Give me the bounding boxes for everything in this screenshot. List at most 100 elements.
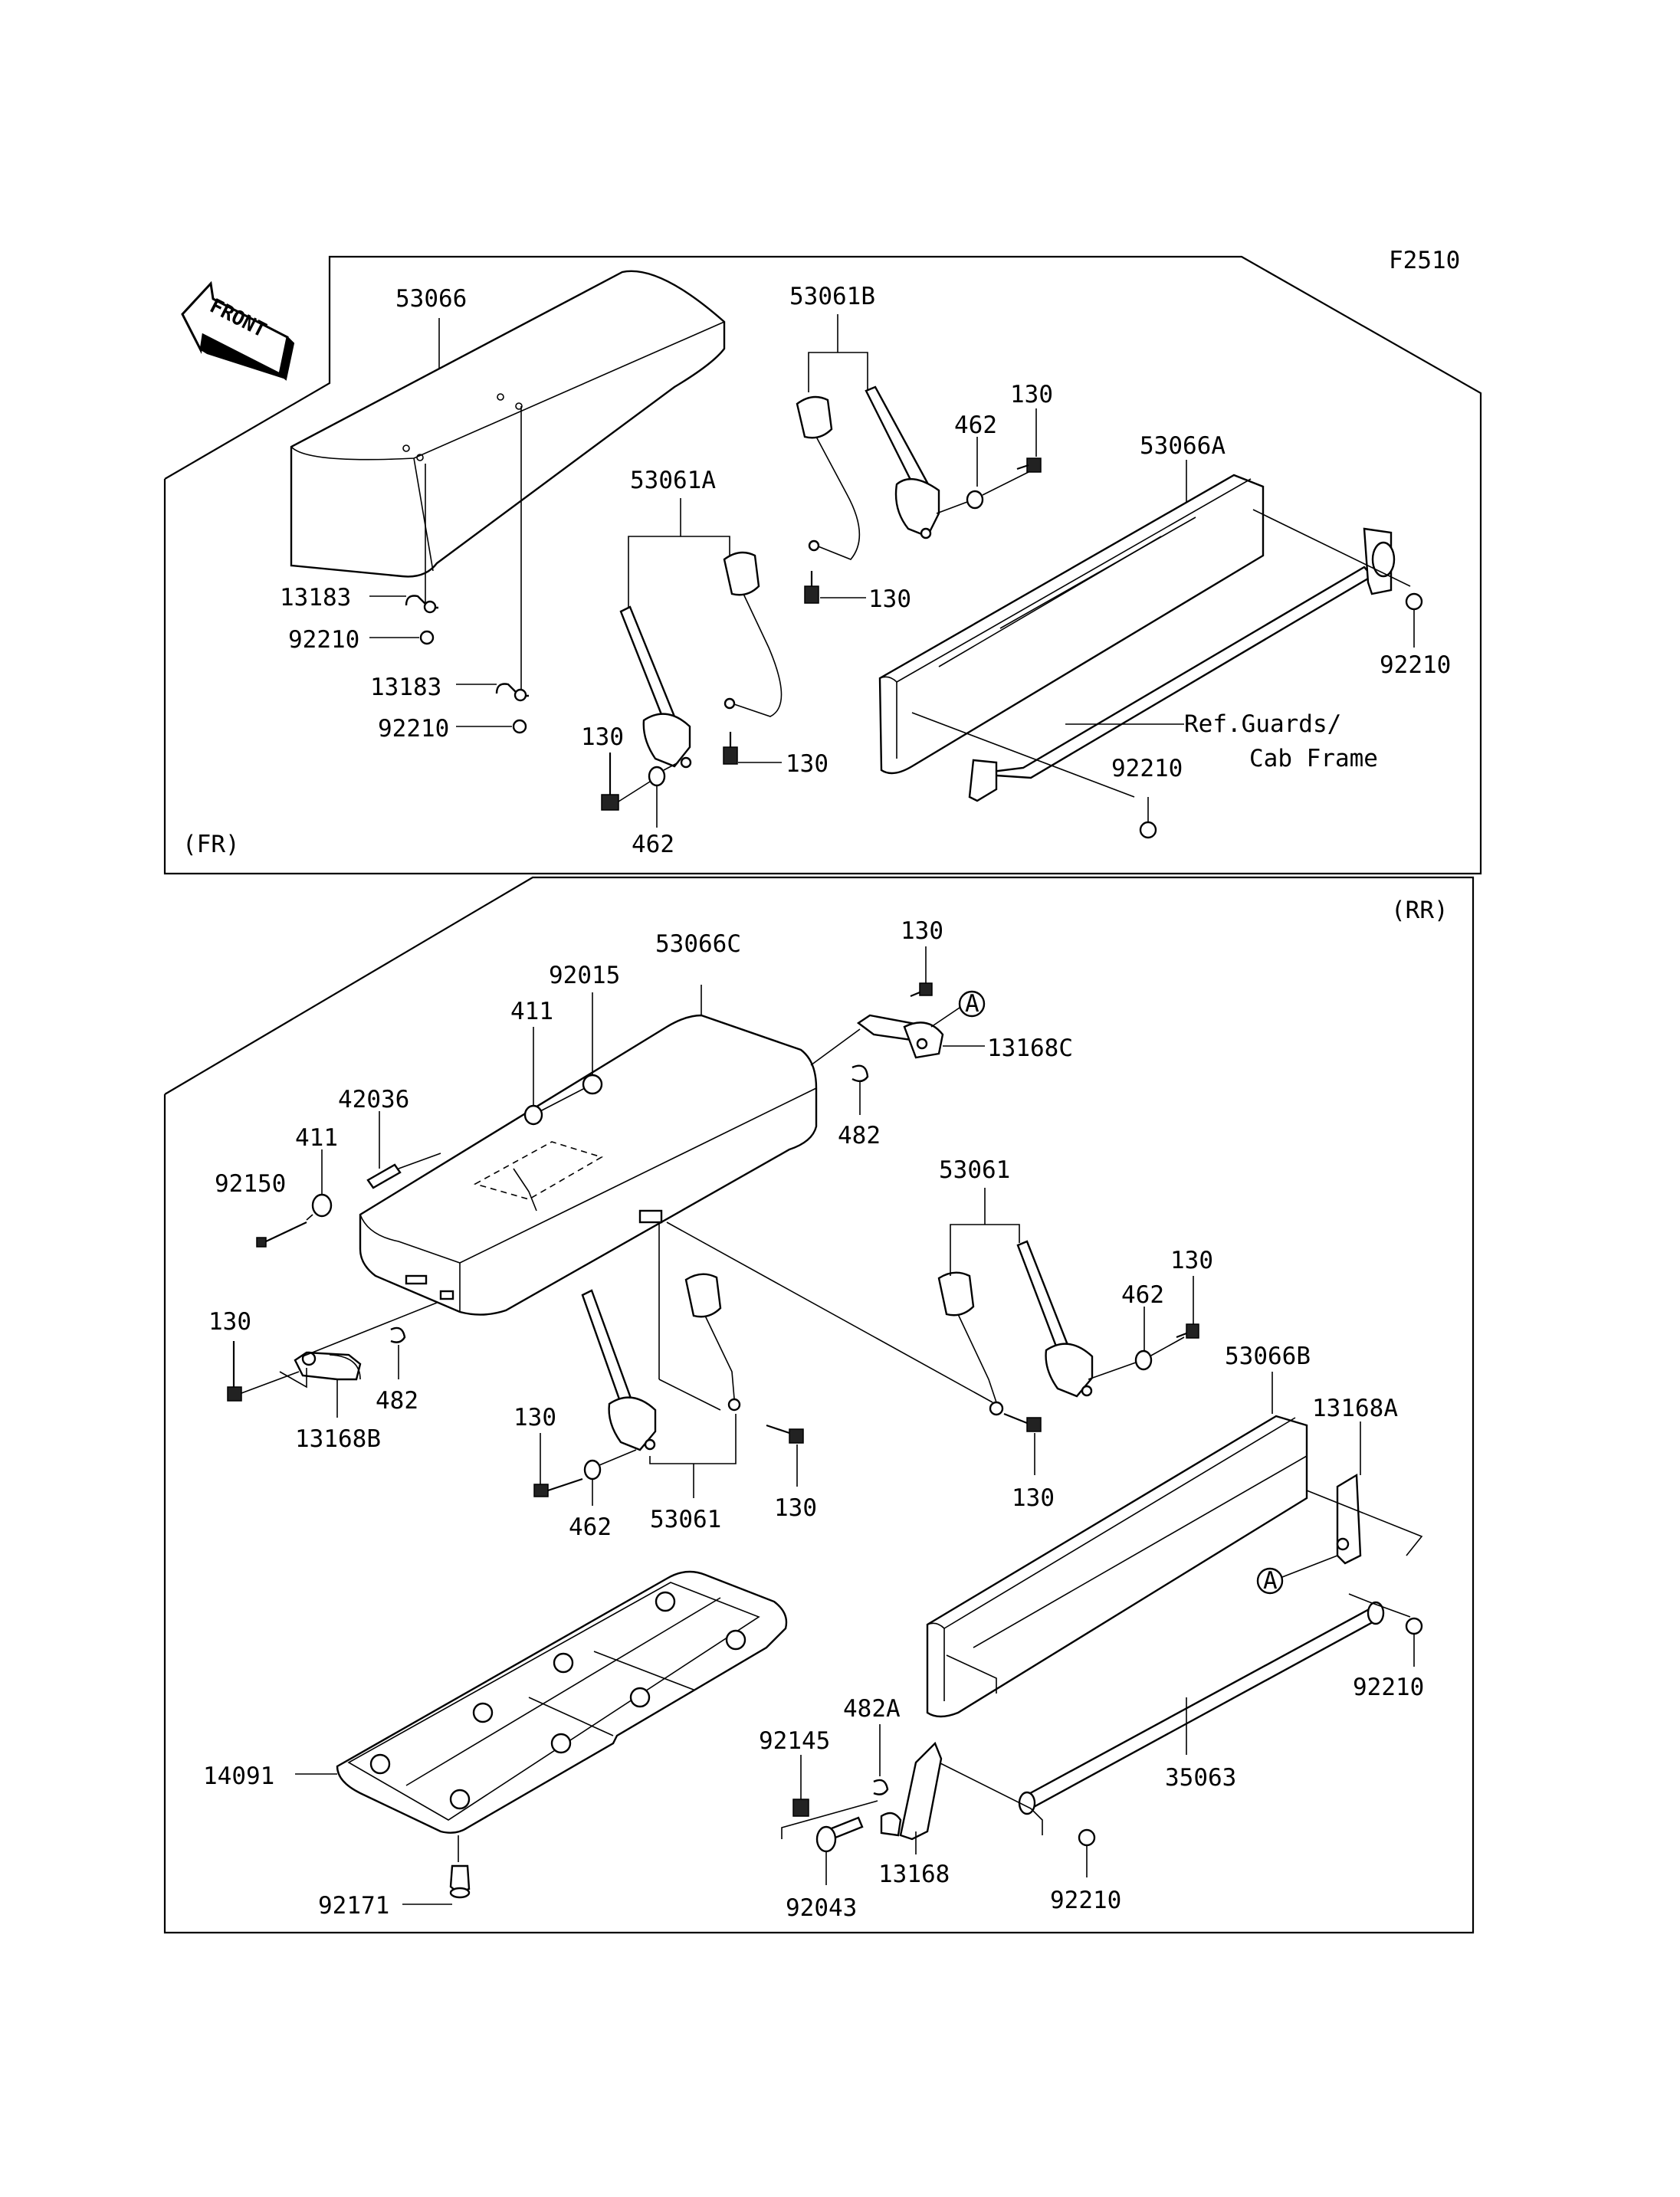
rear-section-tag: (RR)	[1391, 897, 1449, 924]
label-130-right: 130	[1170, 1247, 1213, 1274]
nut-92210-1	[419, 630, 435, 645]
ref-callout-a-bottom: A	[1256, 1567, 1284, 1595]
bolt-130-center2	[766, 1424, 804, 1444]
label-482-left: 482	[376, 1387, 418, 1415]
nut-92015	[582, 1074, 603, 1095]
label-92210-lower: 92210	[1111, 755, 1183, 782]
bracket-13168	[880, 1741, 943, 1841]
label-130-center: 130	[514, 1404, 556, 1431]
washer-462-bottom	[648, 766, 666, 787]
label-130-right2: 130	[1012, 1484, 1055, 1512]
label-130-mid: 130	[868, 585, 911, 613]
pin-42036	[366, 1163, 402, 1189]
nut-92210-lower	[1139, 821, 1157, 839]
label-462-top: 462	[954, 412, 997, 439]
rear-grab-bar-35063	[1018, 1601, 1385, 1815]
label-462-center: 462	[569, 1513, 612, 1541]
label-411-top: 411	[510, 998, 553, 1025]
label-462-right: 462	[1121, 1281, 1164, 1309]
label-411-left: 411	[295, 1124, 338, 1152]
nut-92210-bottom	[1078, 1828, 1096, 1847]
front-seat-bracket-2	[495, 406, 529, 702]
bolt-130-top-rear	[910, 982, 933, 998]
label-53066: 53066	[395, 285, 467, 313]
bolt-130-belt	[723, 732, 738, 765]
ref-a-top-label: A	[965, 990, 979, 1018]
label-130-top: 130	[1010, 381, 1053, 408]
label-130-left-rear: 130	[208, 1308, 251, 1336]
front-guard-53066a	[878, 474, 1265, 775]
label-482-right: 482	[838, 1122, 881, 1149]
label-53061a: 53061A	[630, 467, 716, 494]
bracket-13168b	[294, 1351, 362, 1381]
rear-seat-cushion	[359, 1014, 818, 1316]
label-92150: 92150	[215, 1170, 286, 1198]
figure-code: F2510	[1389, 247, 1460, 274]
front-direction-arrow-icon: FRONT	[181, 280, 295, 381]
label-92210-bottom: 92210	[1050, 1887, 1121, 1914]
label-130-top-rear: 130	[901, 917, 943, 945]
label-462-bottom: 462	[632, 831, 674, 858]
label-53066c: 53066C	[655, 930, 741, 958]
label-92210-right: 92210	[1380, 651, 1451, 679]
ref-callout-a-top: A	[958, 990, 986, 1018]
bracket-13168a	[1336, 1473, 1362, 1565]
pin-92043	[815, 1816, 864, 1853]
front-seat-cushion	[290, 270, 726, 578]
label-53061b: 53061B	[789, 283, 875, 310]
label-92210-2: 92210	[378, 715, 449, 743]
bolt-92145	[792, 1799, 809, 1817]
label-35063: 35063	[1165, 1764, 1236, 1792]
bolt-130-right	[1176, 1323, 1199, 1339]
label-92210-1: 92210	[288, 626, 359, 654]
label-53061-right: 53061	[939, 1156, 1010, 1184]
ref-a-bottom-label: A	[1263, 1567, 1278, 1595]
floor-mat-14091	[336, 1570, 788, 1834]
washer-411-top	[523, 1104, 543, 1126]
front-grab-bar	[968, 527, 1396, 802]
seat-belt-53061-right	[937, 1240, 1094, 1416]
rear-section-frame	[163, 876, 1475, 1934]
label-42036: 42036	[338, 1086, 409, 1113]
ref-guards-line1: Ref.Guards/	[1184, 710, 1341, 738]
clip-482a	[873, 1779, 889, 1795]
rear-guard-53066b	[926, 1415, 1308, 1718]
washer-462-right	[1134, 1349, 1153, 1371]
washer-462-center	[583, 1459, 602, 1481]
bolt-130-center	[533, 1477, 583, 1497]
fastener-92171	[449, 1864, 471, 1899]
bracket-13168c	[856, 1014, 944, 1059]
washer-462-top	[966, 490, 984, 510]
label-53066b: 53066B	[1225, 1343, 1311, 1370]
front-section-frame	[163, 255, 1482, 875]
front-section-tag: (FR)	[182, 831, 240, 858]
label-53066a: 53066A	[1140, 432, 1226, 460]
nut-92210-2	[512, 719, 527, 734]
label-130-left: 130	[581, 723, 624, 751]
label-92043: 92043	[786, 1894, 857, 1922]
seat-belt-53061b	[796, 385, 940, 560]
label-13168c: 13168C	[987, 1035, 1073, 1062]
label-92171: 92171	[318, 1892, 389, 1920]
label-92015: 92015	[549, 962, 620, 989]
label-130-center2: 130	[774, 1494, 817, 1522]
bolt-130-left	[601, 753, 619, 811]
clip-482-left	[390, 1326, 406, 1343]
label-14091: 14091	[203, 1763, 274, 1790]
label-13183-2: 13183	[370, 674, 441, 701]
bolt-130-left-rear	[227, 1341, 242, 1402]
label-130-belt: 130	[786, 750, 829, 778]
label-13168a: 13168A	[1312, 1395, 1398, 1422]
bolt-130-right2	[1003, 1412, 1042, 1432]
label-53061-center: 53061	[650, 1506, 721, 1533]
label-92210-right-rear: 92210	[1353, 1674, 1424, 1701]
label-92145: 92145	[759, 1727, 830, 1755]
bolt-130-top	[1016, 457, 1042, 473]
washer-411-left	[311, 1193, 333, 1218]
label-482a: 482A	[843, 1695, 901, 1723]
bolt-92150	[256, 1221, 307, 1248]
label-13168b: 13168B	[295, 1425, 381, 1453]
bolt-130-mid	[804, 571, 819, 604]
nut-92210-right-rear	[1405, 1617, 1423, 1635]
